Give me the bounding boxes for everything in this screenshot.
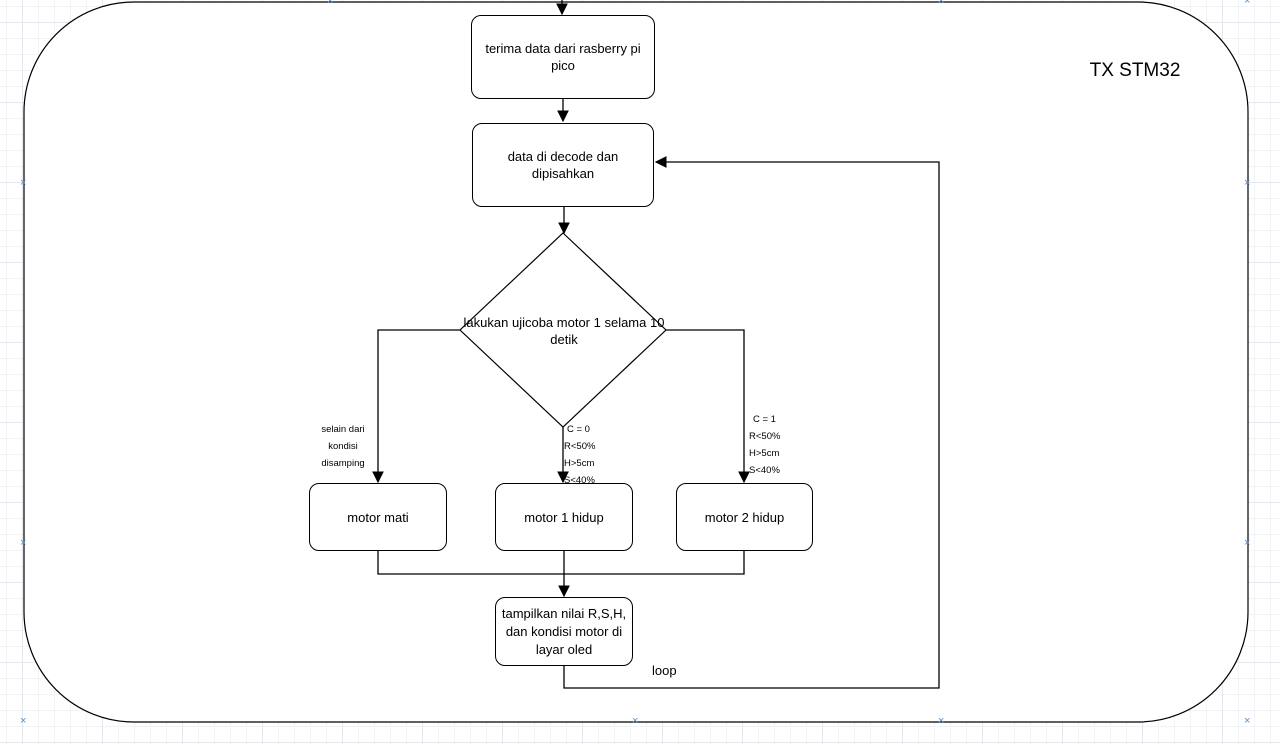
edge-label-left-line: kondisi — [328, 441, 358, 452]
grid-marker-icon: × — [20, 177, 27, 189]
grid-marker-icon: × — [20, 537, 27, 549]
grid-marker-icon: × — [327, 0, 334, 7]
grid-marker-icon: × — [20, 715, 27, 727]
grid-marker-icon: × — [938, 0, 945, 7]
node-motor-off-label: motor mati — [347, 509, 409, 525]
edge-label-mid: C = 0 R<50% H>5cm S<40% — [564, 421, 608, 486]
edge-label-right-line: S<40% — [749, 465, 780, 476]
stm32-container — [23, 1, 1249, 723]
node-receive-label: terima data dari rasberry pi pico — [485, 41, 641, 73]
node-decision-label[interactable]: lakukan ujicoba motor 1 selama 10 detik — [463, 315, 665, 347]
node-receive[interactable]: terima data dari rasberry pi pico — [471, 15, 655, 99]
diagram-title: TX STM32 — [1089, 60, 1181, 81]
node-motor2-on-label: motor 2 hidup — [704, 509, 785, 525]
edge-label-left: selain dari kondisi disamping — [298, 421, 388, 472]
arrow-decision-motor2 — [666, 329, 750, 484]
grid-marker-icon: × — [1244, 537, 1251, 549]
grid-marker-icon: × — [632, 715, 639, 727]
edge-label-left-line: selain dari — [321, 424, 365, 435]
grid-marker-icon: × — [938, 715, 945, 727]
edge-label-right-line: C = 1 — [753, 414, 776, 425]
node-decode[interactable]: data di decode dan dipisahkan — [472, 123, 654, 207]
arrow-decision-motor-off — [372, 329, 460, 484]
node-motor2-on[interactable]: motor 2 hidup — [676, 483, 813, 551]
edge-label-mid-line: S<40% — [564, 472, 608, 486]
edge-label-right: C = 1 R<50% H>5cm S<40% — [749, 411, 793, 479]
node-display-label: tampilkan nilai R,S,H, dan kondisi motor… — [501, 605, 627, 657]
edge-label-mid-line: R<50% — [564, 441, 596, 452]
node-display[interactable]: tampilkan nilai R,S,H, dan kondisi motor… — [495, 597, 633, 666]
node-motor1-on-label: motor 1 hidup — [524, 509, 604, 525]
grid-marker-icon: × — [1244, 715, 1251, 727]
node-motor-off[interactable]: motor mati — [309, 483, 447, 551]
node-motor1-on[interactable]: motor 1 hidup — [495, 483, 633, 551]
edge-label-mid-line: C = 0 — [567, 424, 590, 435]
edge-label-left-line: disamping — [321, 458, 365, 469]
grid-marker-icon: × — [1244, 0, 1251, 7]
node-decode-label: data di decode dan dipisahkan — [507, 149, 619, 181]
grid-marker-icon: × — [1244, 177, 1251, 189]
edge-label-right-line: R<50% — [749, 431, 781, 442]
edge-label-right-line: H>5cm — [749, 448, 780, 459]
edge-label-loop: loop — [652, 663, 677, 678]
edge-label-mid-line: H>5cm — [564, 458, 595, 469]
arrow-loop — [563, 156, 940, 689]
merge-line — [377, 551, 745, 575]
